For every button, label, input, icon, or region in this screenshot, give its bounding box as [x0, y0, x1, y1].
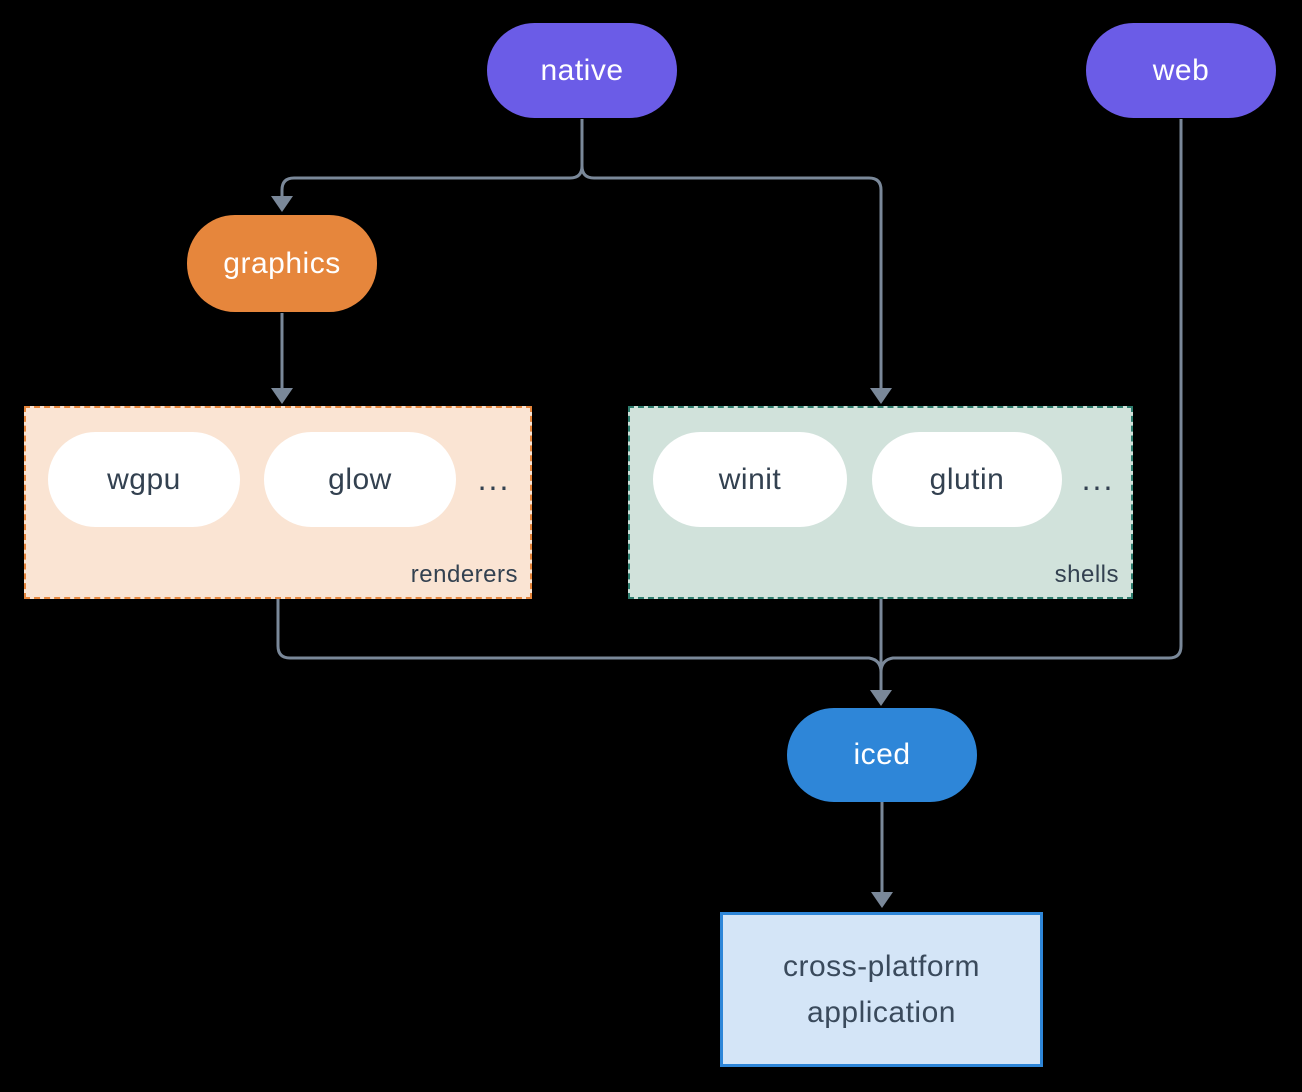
node-web: web [1086, 23, 1276, 118]
group-shells: winit glutin ... shells [628, 406, 1133, 599]
edge-native-graphics [280, 119, 584, 197]
edge-renderers-merge [276, 599, 883, 673]
node-winit: winit [653, 432, 847, 527]
node-glow-label: glow [328, 462, 392, 496]
arrowhead-graphics [271, 196, 293, 212]
node-wgpu-label: wgpu [107, 462, 181, 496]
node-graphics-label: graphics [223, 246, 341, 280]
arrowhead-iced [870, 690, 892, 706]
node-glutin: glutin [872, 432, 1062, 527]
renderers-ellipsis: ... [477, 461, 511, 497]
node-graphics: graphics [187, 215, 377, 312]
group-renderers: wgpu glow ... renderers [24, 406, 532, 599]
arrowhead-application [871, 892, 893, 908]
renderers-group-label: renderers [410, 561, 518, 588]
node-iced: iced [787, 708, 977, 802]
node-winit-label: winit [718, 462, 782, 496]
node-glutin-label: glutin [929, 462, 1005, 496]
node-native-label: native [540, 53, 624, 87]
arrowhead-renderers [271, 388, 293, 404]
application-label-line1: cross-platform [782, 949, 981, 983]
application-label-line2: application [807, 995, 956, 1029]
node-web-label: web [1152, 53, 1210, 87]
shells-group-label: shells [1054, 561, 1119, 588]
node-iced-label: iced [853, 738, 911, 771]
node-wgpu: wgpu [48, 432, 240, 527]
shells-ellipsis: ... [1081, 461, 1115, 497]
edge-native-shells [580, 119, 883, 389]
node-native: native [487, 23, 677, 118]
arrowhead-shells [870, 388, 892, 404]
node-glow: glow [264, 432, 456, 527]
node-cross-platform-application: cross-platform application [720, 912, 1043, 1067]
